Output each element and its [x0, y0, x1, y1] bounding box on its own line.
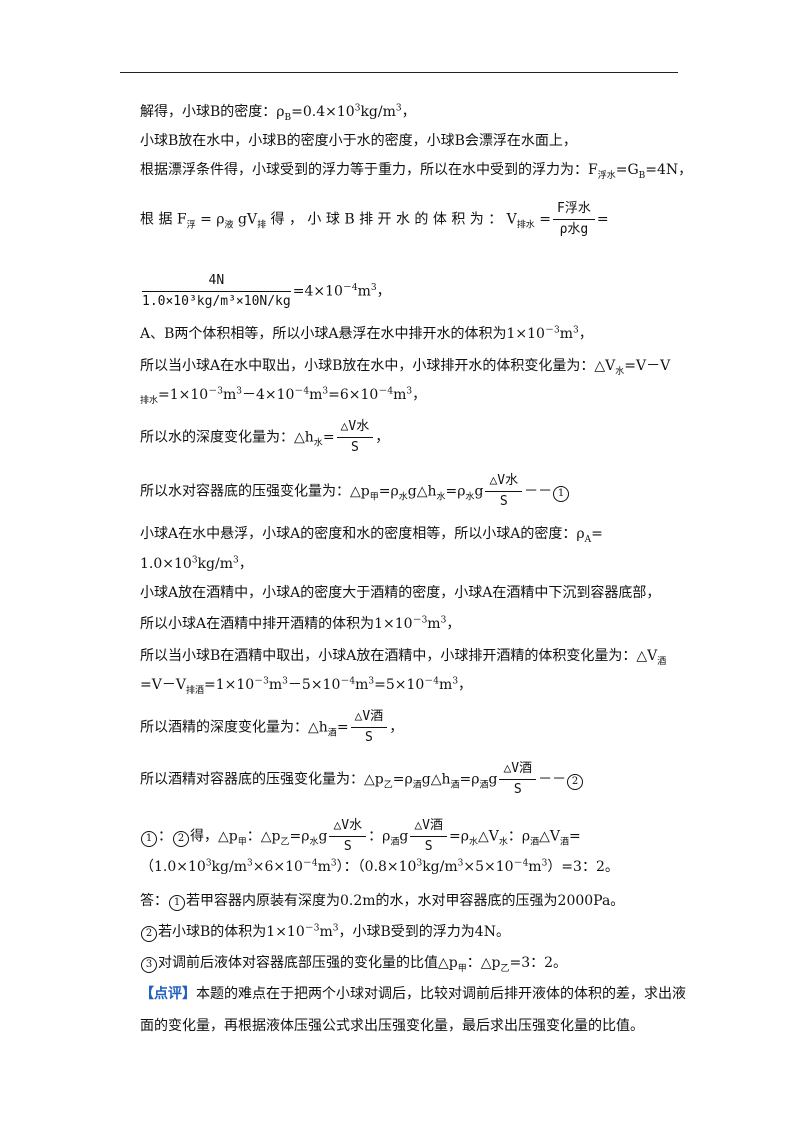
text-line: 小球B放在水中，小球B的密度小于水的密度，小球B会漂浮在水面上，	[140, 133, 577, 149]
text-line: （1.0×103kg/m3×6×10－4m3）：（0.8×103kg/m3×5×…	[140, 858, 619, 875]
circled-number: 1	[169, 895, 185, 911]
circled-number: 2	[173, 830, 189, 847]
circled-number: 1	[141, 830, 157, 847]
header-rule	[120, 72, 678, 73]
circled-number: 1	[553, 485, 570, 502]
text-line: 所以当小球A在水中取出，小球B放在水中，小球排开水的体积变化量为：△V水=V－V	[140, 358, 671, 377]
text-line: 根据漂浮条件得，小球受到的浮力等于重力，所以在水中受到的浮力为：F浮水=GB=4…	[140, 162, 693, 181]
text-line: 排水=1×10－3m3－4×10－4m3=6×10－4m3，	[140, 386, 427, 406]
text-line: =V－V排酒=1×10－3m3－5×10－4m3=5×10－4m3，	[140, 676, 473, 696]
text-line: 解得，小球B的密度：ρB=0.4×103kg/m3，	[140, 103, 416, 123]
text-line: A、B两个体积相等，所以小球A悬浮在水中排开水的体积为1×10－3m3，	[140, 325, 593, 342]
text-line: 【点评】本题的难点在于把两个小球对调后，比较对调前后排开液体的体积的差，求出液	[140, 986, 686, 1002]
text-line: 小球A放在酒精中，小球A的密度大于酒精的密度，小球A在酒精中下沉到容器底部，	[140, 585, 661, 601]
text-line: 根 据 F浮 = ρ液 gV排 得 ， 小 球 B 排 开 水 的 体 积 为 …	[140, 200, 609, 239]
comment-tag: 【点评】	[140, 986, 196, 1002]
text-line: 所以当小球B在酒精中取出，小球A放在酒精中，小球排开酒精的体积变化量为：△V酒	[140, 648, 667, 667]
circled-number: 2	[567, 773, 584, 790]
text-line: 1.0×103kg/m3，	[140, 555, 253, 572]
text-line: 小球A在水中悬浮，小球A的密度和水的密度相等，所以小球A的密度：ρA=	[140, 526, 603, 545]
circled-number: 3	[141, 957, 157, 973]
circled-number: 2	[141, 926, 157, 942]
text-line: 所以小球A在酒精中排开酒精的体积为1×10－3m3，	[140, 615, 461, 632]
text-line: 面的变化量，再根据液体压强公式求出压强变化量，最后求出压强变化量的比值。	[140, 1018, 644, 1034]
